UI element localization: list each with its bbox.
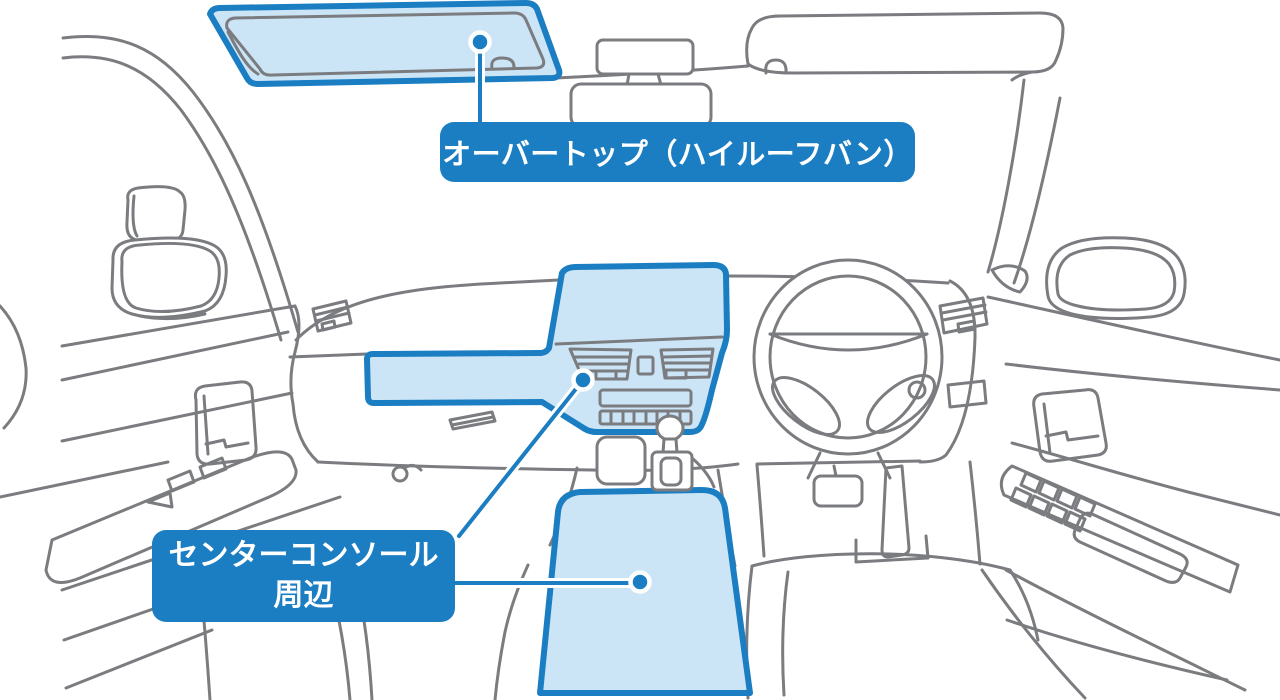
leader-overtop xyxy=(468,30,492,129)
right-dash-vent xyxy=(938,296,989,335)
right-a-pillar xyxy=(986,78,1026,274)
right-door-handle xyxy=(1032,388,1108,463)
center-console-highlight xyxy=(364,262,730,435)
rearview-mirror xyxy=(569,38,713,129)
callout-overtop: オーバートップ（ハイルーフバン） xyxy=(440,122,915,182)
leader-center-stack xyxy=(454,368,595,541)
cup-tray xyxy=(595,435,647,486)
callout-overtop-label: オーバートップ（ハイルーフバン） xyxy=(442,139,913,171)
leader-dot-overtop xyxy=(468,30,492,54)
left-a-pillar xyxy=(61,34,300,334)
left-dash-vent xyxy=(311,299,353,333)
left-window-switch-panel xyxy=(44,450,298,584)
right-side-mirror xyxy=(1045,236,1187,320)
left-side-mirror xyxy=(110,185,228,321)
callout-console-label-line1: センターコンソール xyxy=(168,539,439,572)
leader-floor-console xyxy=(447,570,652,594)
center-stack-controls xyxy=(554,335,724,426)
sun-visor xyxy=(745,11,1065,75)
steering-wheel xyxy=(752,258,944,480)
driver-seat xyxy=(745,552,1087,700)
leader-dot-center-stack xyxy=(571,368,595,392)
audio-display xyxy=(598,388,693,408)
shifter-area xyxy=(595,414,716,492)
leader-dot-floor-console xyxy=(628,570,652,594)
left-door-handle xyxy=(193,380,258,466)
pedals xyxy=(812,464,930,564)
dashboard-top-edge xyxy=(294,277,580,342)
overtop-highlight xyxy=(207,0,563,87)
hazard-switch xyxy=(636,355,655,376)
callout-center-console: センターコンソール 周辺 xyxy=(152,530,455,622)
right-window-switch-panel xyxy=(999,464,1240,594)
callout-console-label-line2: 周辺 xyxy=(273,579,334,612)
shift-knob xyxy=(655,414,685,442)
